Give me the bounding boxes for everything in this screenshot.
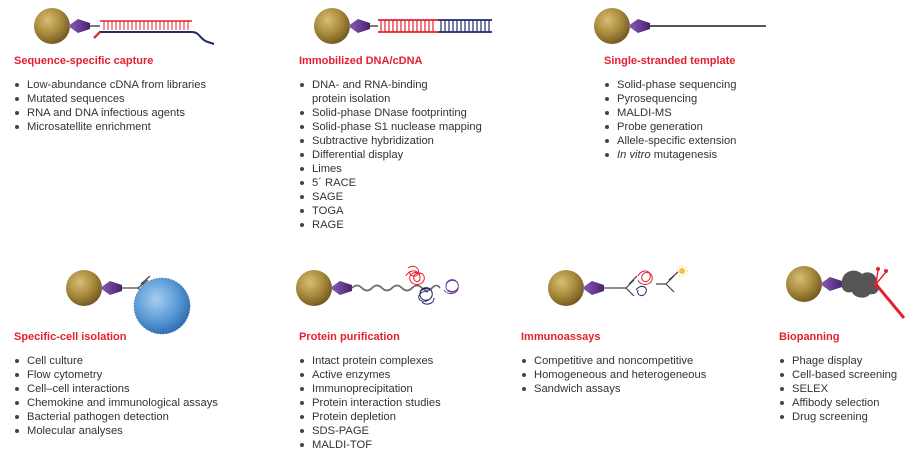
antibody-icon: [130, 275, 151, 297]
linker-icon: [330, 281, 352, 295]
list-item: Subtractive hybridization: [299, 134, 482, 148]
list-item: Solid-phase sequencing: [604, 78, 736, 92]
polypeptide-chain: [351, 284, 441, 292]
target-cell-icon: [134, 278, 190, 334]
capture-antibody-icon: [616, 275, 638, 297]
list-item: SAGE: [299, 190, 482, 204]
cell-isolation-illustration: [66, 270, 191, 335]
list-item: Allele-specific extension: [604, 134, 736, 148]
panel-title-single-strand: Single-stranded template: [604, 55, 736, 67]
sequence-capture-illustration: [34, 8, 215, 45]
linker-icon: [68, 19, 90, 33]
list-item: Mutated sequences: [14, 92, 206, 106]
immunoassay-list: Competitive and noncompetitive Homogeneo…: [521, 354, 706, 396]
navy-protein-icon: [418, 287, 435, 305]
panel-title-immunoassays: Immunoassays: [521, 331, 601, 343]
list-item: Sandwich assays: [521, 382, 706, 396]
list-item: Affibody selection: [779, 396, 897, 410]
list-item-text: mutagenesis: [653, 149, 718, 161]
list-item: RNA and DNA infectious agents: [14, 106, 206, 120]
cell-isolation-list: Cell culture Flow cytometry Cell–cell in…: [14, 354, 218, 438]
bead-icon: [66, 270, 102, 306]
linker-icon: [100, 281, 122, 295]
dna-duplex: [380, 20, 490, 32]
biopanning-illustration: [786, 266, 906, 319]
list-item: Solid-phase S1 nuclease mapping: [299, 120, 482, 134]
single-strand-illustration: [594, 8, 766, 44]
list-item: Probe generation: [604, 120, 736, 134]
list-item: Protein interaction studies: [299, 396, 441, 410]
list-item: MALDI-MS: [604, 106, 736, 120]
linker-icon: [628, 19, 650, 33]
list-item: Active enzymes: [299, 368, 441, 382]
linker-icon: [582, 281, 604, 295]
detection-antibody-icon: [656, 271, 679, 293]
list-item: Low-abundance cDNA from libraries: [14, 78, 206, 92]
list-item: Microsatellite enrichment: [14, 120, 206, 134]
list-item-continuation: protein isolation: [312, 93, 391, 105]
bead-icon: [594, 8, 630, 44]
list-item: In vitro mutagenesis: [604, 148, 736, 162]
immobilized-dna-illustration: [314, 8, 492, 44]
list-item: Intact protein complexes: [299, 354, 441, 368]
list-item: TOGA: [299, 204, 482, 218]
list-item: Phage display: [779, 354, 897, 368]
list-item: Immunoprecipitation: [299, 382, 441, 396]
list-item: MALDI-TOF: [299, 438, 441, 452]
purple-protein-icon: [443, 279, 459, 295]
bead-icon: [34, 8, 70, 44]
bead-icon: [296, 270, 332, 306]
panel-title-biopanning: Biopanning: [779, 331, 840, 343]
list-item: SELEX: [779, 382, 897, 396]
biopanning-list: Phage display Cell-based screening SELEX…: [779, 354, 897, 424]
list-item: Limes: [299, 162, 482, 176]
target-molecule-icon: [841, 270, 879, 298]
label-icon: [679, 268, 685, 274]
bead-icon: [548, 270, 584, 306]
list-item: SDS-PAGE: [299, 424, 441, 438]
list-item: Solid-phase DNase footprinting: [299, 106, 482, 120]
immunoassay-illustration: [548, 265, 688, 306]
sequence-capture-list: Low-abundance cDNA from libraries Mutate…: [14, 78, 206, 134]
list-item: Bacterial pathogen detection: [14, 410, 218, 424]
list-item: Differential display: [299, 148, 482, 162]
antigen-icon: [635, 270, 653, 297]
panel-title-sequence-capture: Sequence-specific capture: [14, 55, 154, 67]
bead-icon: [314, 8, 350, 44]
panel-title-cell-isolation: Specific-cell isolation: [14, 331, 127, 343]
list-item: Molecular analyses: [14, 424, 218, 438]
list-item: Competitive and noncompetitive: [521, 354, 706, 368]
linker-icon: [820, 277, 842, 291]
linker-icon: [348, 19, 370, 33]
target-strand: [93, 31, 215, 45]
single-strand-list: Solid-phase sequencing Pyrosequencing MA…: [604, 78, 736, 162]
panel-title-immobilized-dna: Immobilized DNA/cDNA: [299, 55, 423, 67]
italic-term: In vitro: [617, 149, 651, 161]
protein-purification-list: Intact protein complexes Active enzymes …: [299, 354, 441, 452]
panel-title-protein-purification: Protein purification: [299, 331, 400, 343]
list-item: Cell culture: [14, 354, 218, 368]
protein-purification-illustration: [296, 265, 459, 306]
immobilized-dna-list: DNA- and RNA-binding protein isolation S…: [299, 78, 482, 232]
list-item: Flow cytometry: [14, 368, 218, 382]
list-item: RAGE: [299, 218, 482, 232]
list-item: Cell–cell interactions: [14, 382, 218, 396]
list-item: DNA- and RNA-binding: [299, 78, 482, 92]
bead-icon: [786, 266, 822, 302]
list-item: Chemokine and immunological assays: [14, 396, 218, 410]
list-item: Cell-based screening: [779, 368, 897, 382]
phage-icon: [872, 267, 906, 319]
list-item: Drug screening: [779, 410, 897, 424]
list-item: Pyrosequencing: [604, 92, 736, 106]
red-protein-icon: [405, 265, 425, 285]
list-item: Protein depletion: [299, 410, 441, 424]
list-item: 5´ RACE: [299, 176, 482, 190]
list-item: Homogeneous and heterogeneous: [521, 368, 706, 382]
